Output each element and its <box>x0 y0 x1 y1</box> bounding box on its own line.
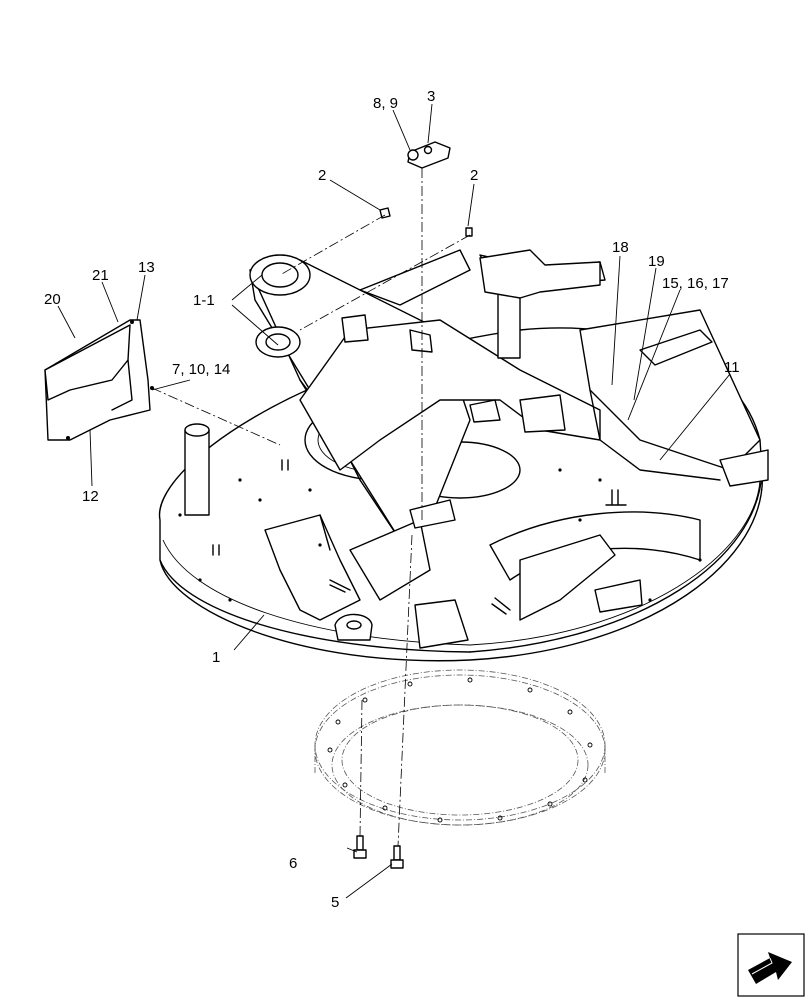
callout-12: 12 <box>82 488 99 505</box>
callout-1-1: 1-1 <box>193 292 215 309</box>
next-page-arrow-icon[interactable] <box>737 933 805 997</box>
leader-lines <box>57 103 731 899</box>
callout-1: 1 <box>212 649 220 666</box>
upper-frame-assembly <box>158 249 769 662</box>
bolt-part-6 <box>353 835 367 859</box>
bolt-holes <box>178 468 702 602</box>
callout-15-16-17: 15, 16, 17 <box>662 275 729 292</box>
bracket-part-3 <box>407 141 451 169</box>
callout-3: 3 <box>427 88 435 105</box>
callout-19: 19 <box>648 253 665 270</box>
grease-fitting-part-2 <box>379 207 473 237</box>
swing-bearing-ring <box>314 669 606 826</box>
bolt-part-5 <box>390 845 404 869</box>
callout-18: 18 <box>612 239 629 256</box>
callout-6: 6 <box>289 855 297 872</box>
callout-5: 5 <box>331 894 339 911</box>
callout-labels: 1 1-1 2 2 3 8, 9 5 6 7, 10, 14 11 12 13 … <box>44 88 740 911</box>
callout-7-10-14: 7, 10, 14 <box>172 361 230 378</box>
callout-21: 21 <box>92 267 109 284</box>
assembly-center-lines <box>151 168 471 847</box>
callout-13: 13 <box>138 259 155 276</box>
callout-2-left: 2 <box>318 167 326 184</box>
cover-plate-part-20 <box>44 319 154 441</box>
callout-8-9: 8, 9 <box>373 95 398 112</box>
callout-11: 11 <box>724 359 740 376</box>
callout-2-right: 2 <box>470 167 478 184</box>
callout-20: 20 <box>44 291 61 308</box>
